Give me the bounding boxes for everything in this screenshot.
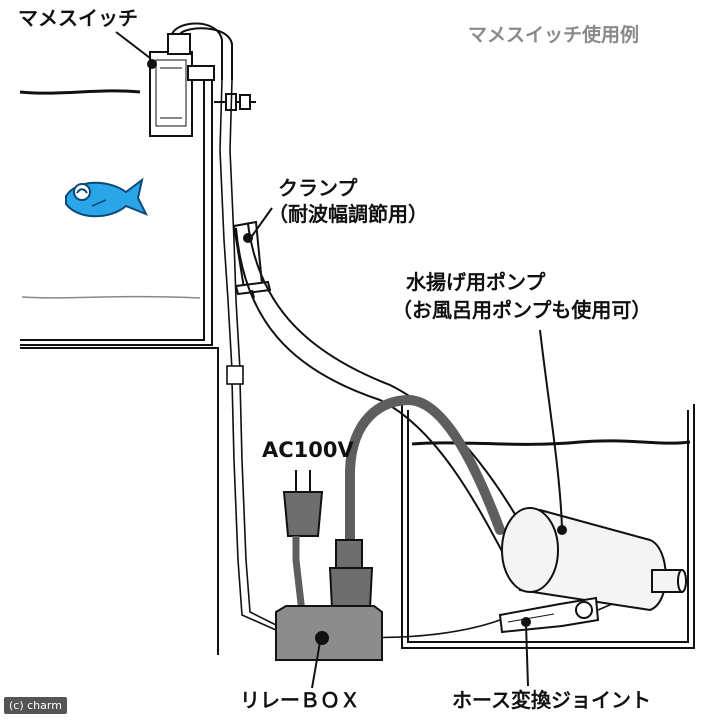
switch-icon	[149, 22, 256, 137]
plug-icon	[282, 470, 324, 613]
clamp-icon	[232, 220, 272, 299]
copyright-badge: (c) charm	[4, 697, 67, 714]
pump-power-cable	[345, 394, 505, 545]
diagram-title: マメスイッチ使用例	[468, 24, 640, 46]
switch-cables	[219, 79, 277, 631]
cabinet	[20, 347, 219, 655]
leader-lines	[115, 31, 567, 689]
relay-box	[275, 605, 383, 661]
pump-label: 水揚げ用ポンプ	[406, 270, 546, 294]
power-label: AC100V	[262, 438, 354, 462]
relay-label: リレーＢＯＸ	[240, 688, 360, 712]
pump-icon	[501, 507, 687, 612]
socket-icon	[328, 539, 374, 609]
clamp-label: クランプ	[278, 176, 358, 200]
clamp-note: （耐波幅調節用）	[268, 202, 428, 226]
pump-hose	[235, 223, 541, 571]
pump-note: （お風呂用ポンプも使用可）	[392, 298, 652, 322]
switch-label: マメスイッチ	[18, 6, 138, 30]
joint-label: ホース変換ジョイント	[452, 688, 651, 712]
joint-icon	[498, 596, 600, 634]
upper-tank	[19, 70, 213, 346]
fish-icon	[65, 177, 149, 218]
